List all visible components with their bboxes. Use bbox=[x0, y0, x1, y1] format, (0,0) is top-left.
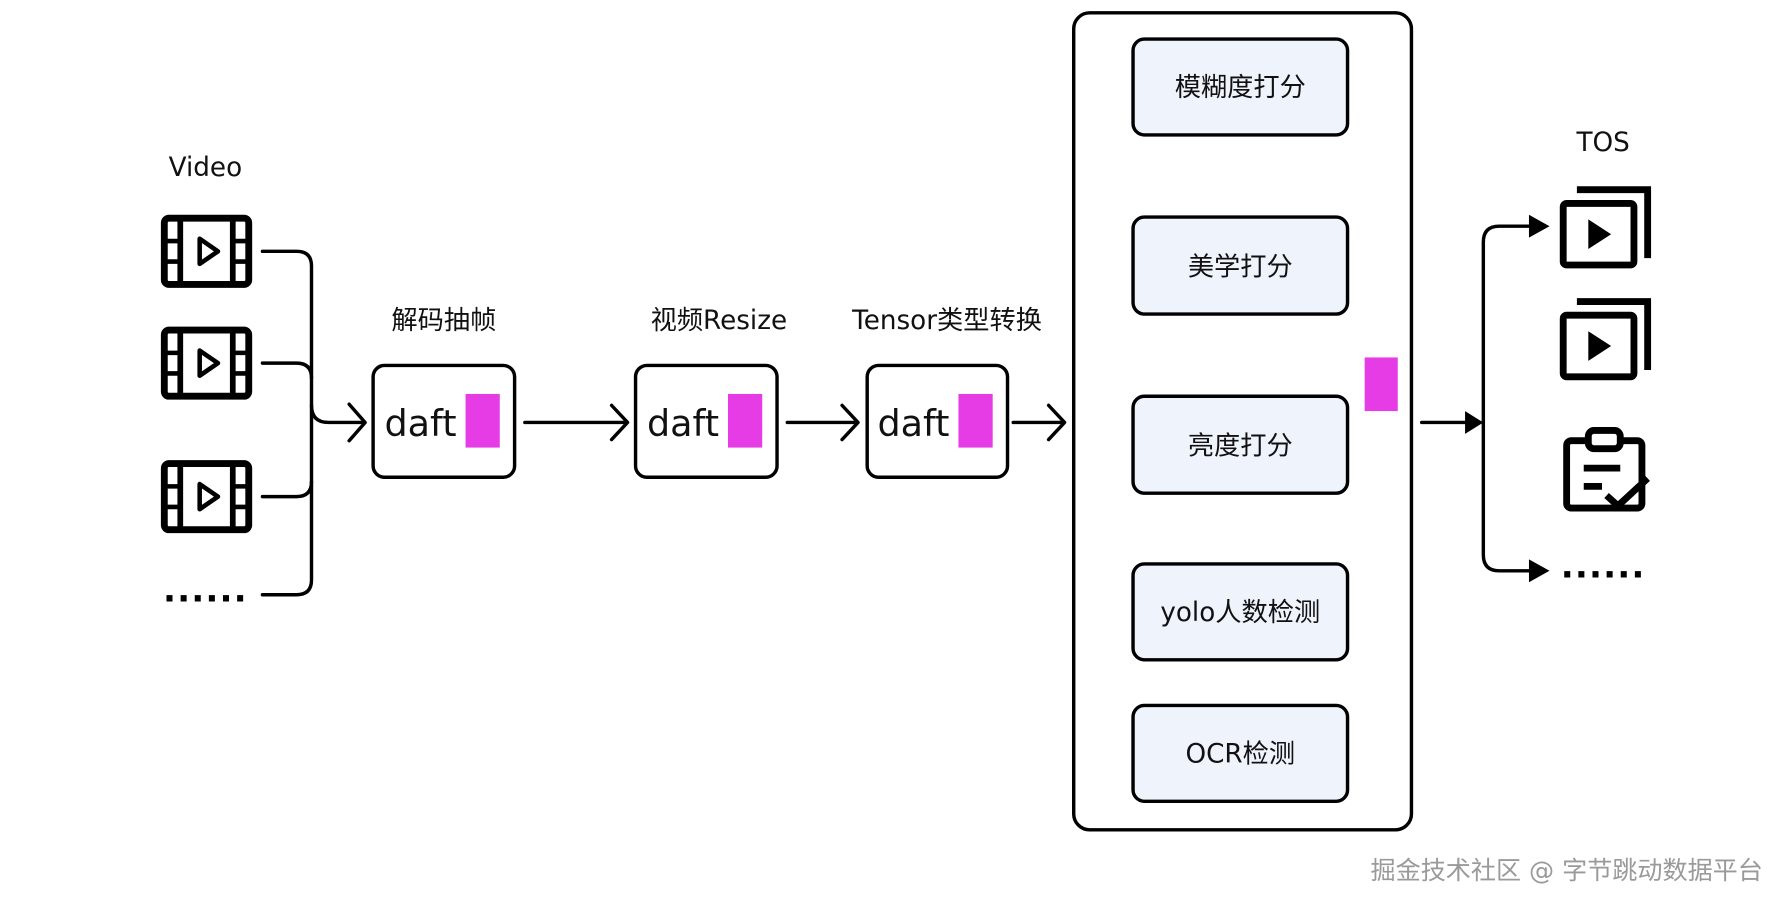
video-film-icon bbox=[164, 464, 248, 530]
video-stack-icon bbox=[1563, 302, 1647, 377]
operator-label: 美学打分 bbox=[1188, 252, 1293, 282]
accent-block bbox=[465, 393, 500, 448]
stage-label: 视频Resize bbox=[651, 306, 788, 336]
stage-tensor: Tensor类型转换 daft bbox=[851, 306, 1042, 479]
accent-block bbox=[1364, 357, 1398, 412]
arrow bbox=[1011, 403, 1067, 442]
arrow bbox=[523, 403, 630, 442]
video-film-icon bbox=[164, 218, 248, 284]
operator-label: OCR检测 bbox=[1185, 740, 1295, 770]
daft-text: daft bbox=[385, 402, 457, 445]
daft-box bbox=[633, 363, 779, 479]
tos-more-dots: ...... bbox=[1561, 547, 1646, 587]
video-more-dots: ...... bbox=[163, 571, 248, 611]
operator-box: 美学打分 bbox=[1131, 215, 1350, 316]
daft-text: daft bbox=[877, 402, 949, 445]
clipboard-check-icon bbox=[1563, 427, 1650, 512]
merge-connector bbox=[260, 249, 367, 597]
stage-label: 解码抽帧 bbox=[391, 306, 496, 336]
accent-block bbox=[958, 393, 993, 448]
stage-resize: 视频Resize daft bbox=[633, 306, 788, 479]
stage-decode: 解码抽帧 daft bbox=[371, 306, 517, 479]
watermark: 掘金技术社区 @ 字节跳动数据平台 bbox=[1371, 856, 1763, 885]
video-film-icon bbox=[164, 330, 248, 396]
stage-label: Tensor类型转换 bbox=[851, 306, 1042, 336]
operator-box: yolo人数检测 bbox=[1131, 562, 1350, 662]
video-label: Video bbox=[169, 153, 243, 183]
tos-label: TOS bbox=[1575, 128, 1629, 158]
operator-box: 模糊度打分 bbox=[1131, 37, 1350, 137]
accent-block bbox=[727, 393, 763, 448]
fanout-connector bbox=[1420, 214, 1550, 583]
operator-label: 亮度打分 bbox=[1188, 431, 1293, 461]
video-stack-icon bbox=[1563, 190, 1647, 265]
daft-box bbox=[865, 363, 1010, 479]
operator-box: 亮度打分 bbox=[1131, 394, 1350, 495]
operator-box: OCR检测 bbox=[1131, 703, 1350, 804]
daft-box bbox=[371, 363, 517, 479]
operator-label: yolo人数检测 bbox=[1160, 598, 1320, 628]
daft-text: daft bbox=[647, 402, 719, 445]
operator-label: 模糊度打分 bbox=[1175, 73, 1306, 103]
arrow bbox=[785, 403, 860, 442]
